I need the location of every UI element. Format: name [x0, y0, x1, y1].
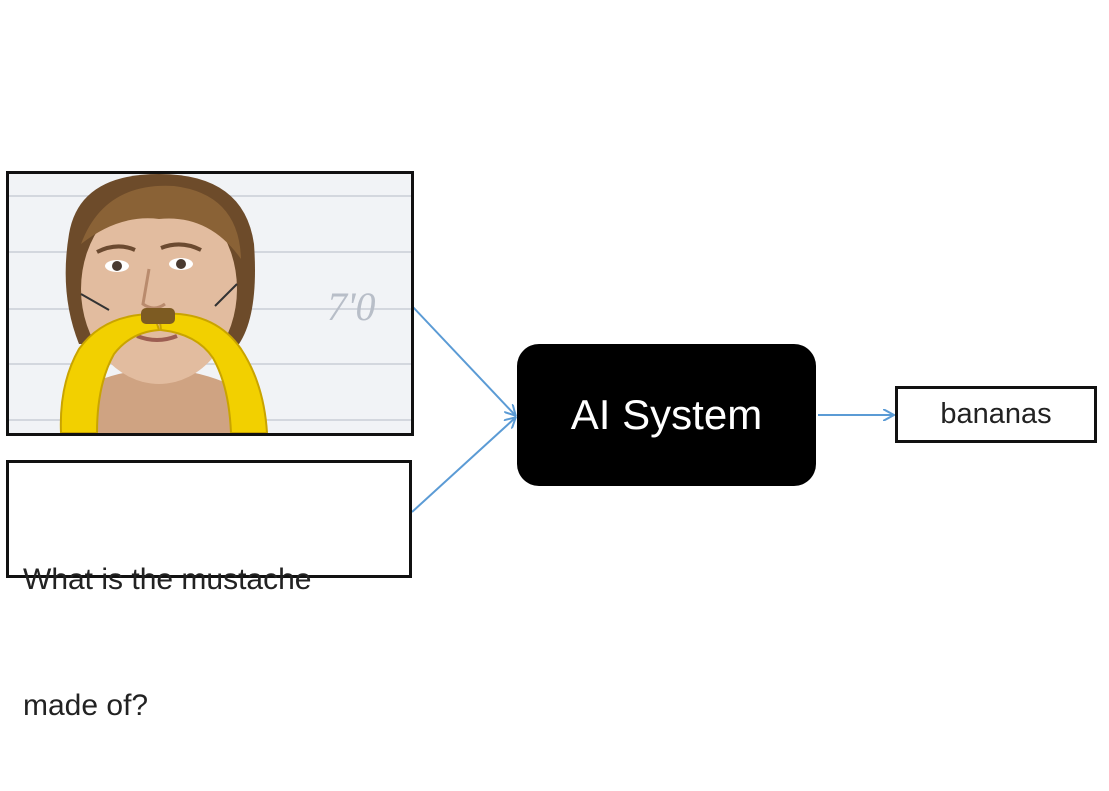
- answer-label: bananas: [940, 398, 1052, 430]
- input-photo: 7'0: [6, 171, 414, 436]
- arrow-question-to-system: [411, 418, 515, 513]
- ai-system-label: AI System: [570, 391, 763, 438]
- answer-box: bananas: [895, 386, 1097, 443]
- arrow-photo-to-system: [411, 305, 515, 415]
- question-line-1: What is the mustache: [23, 563, 312, 596]
- banana-right: [157, 312, 269, 433]
- ai-system-box: AI System: [517, 344, 816, 486]
- question-text-box: What is the mustache made of?: [6, 460, 412, 722]
- banana-left: [59, 312, 161, 433]
- wall-height-marking: 7'0: [327, 284, 376, 329]
- question-line-2: made of?: [23, 689, 149, 722]
